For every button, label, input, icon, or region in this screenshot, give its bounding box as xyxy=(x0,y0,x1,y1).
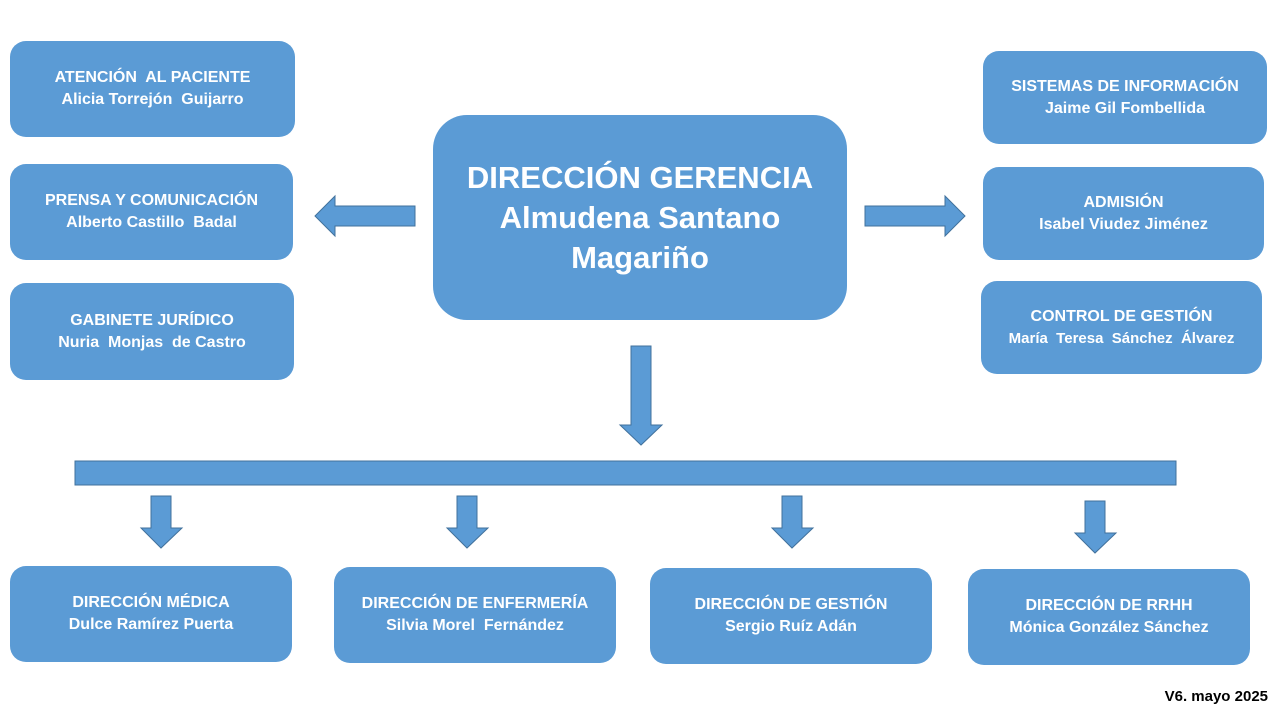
box-title: DIRECCIÓN DE GESTIÓN xyxy=(694,596,888,613)
arrow-down-gestion xyxy=(770,495,815,549)
box-name: Sergio Ruíz Adán xyxy=(725,618,857,635)
center-name-2: Magariño xyxy=(571,239,709,275)
box-direccion-gestion: DIRECCIÓN DE GESTIÓN Sergio Ruíz Adán xyxy=(650,568,932,664)
arrow-right xyxy=(864,194,966,238)
box-name: Isabel Viudez Jiménez xyxy=(1039,215,1208,233)
version-label: V6. mayo 2025 xyxy=(1164,688,1268,705)
box-control-gestion: CONTROL DE GESTIÓN María Teresa Sánchez … xyxy=(981,281,1262,374)
box-name: Mónica González Sánchez xyxy=(1009,619,1209,636)
distribution-bar xyxy=(74,460,1177,486)
box-direccion-rrhh: DIRECCIÓN DE RRHH Mónica González Sánche… xyxy=(968,569,1250,665)
box-direccion-gerencia: DIRECCIÓN GERENCIA Almudena Santano Maga… xyxy=(433,115,847,320)
box-title: ATENCIÓN AL PACIENTE xyxy=(54,69,251,86)
box-name: Jaime Gil Fombellida xyxy=(1044,99,1206,117)
arrow-down-center xyxy=(618,345,664,446)
box-name: Dulce Ramírez Puerta xyxy=(68,616,234,633)
box-title: DIRECCIÓN MÉDICA xyxy=(72,594,230,611)
box-direccion-medica: DIRECCIÓN MÉDICA Dulce Ramírez Puerta xyxy=(10,566,292,662)
box-title: CONTROL DE GESTIÓN xyxy=(1030,307,1213,325)
box-name: María Teresa Sánchez Álvarez xyxy=(1008,329,1235,347)
box-title: SISTEMAS DE INFORMACIÓN xyxy=(1011,77,1239,95)
box-name: Alberto Castillo Badal xyxy=(66,214,237,231)
box-admision: ADMISIÓN Isabel Viudez Jiménez xyxy=(983,167,1264,260)
box-name: Nuria Monjas de Castro xyxy=(58,333,246,351)
box-direccion-enfermeria: DIRECCIÓN DE ENFERMERÍA Silvia Morel Fer… xyxy=(334,567,616,663)
box-title: GABINETE JURÍDICO xyxy=(70,311,234,329)
box-sistemas-informacion: SISTEMAS DE INFORMACIÓN Jaime Gil Fombel… xyxy=(983,51,1267,144)
box-name: Alicia Torrejón Guijarro xyxy=(61,91,244,108)
box-atencion-paciente: ATENCIÓN AL PACIENTE Alicia Torrejón Gui… xyxy=(10,41,295,137)
arrow-down-enfermeria xyxy=(445,495,490,549)
box-gabinete-juridico: GABINETE JURÍDICO Nuria Monjas de Castro xyxy=(10,283,294,380)
arrow-down-rrhh xyxy=(1073,500,1118,554)
arrow-down-medica xyxy=(139,495,184,549)
arrow-left xyxy=(314,194,416,238)
center-name-1: Almudena Santano xyxy=(499,199,781,235)
box-title: PRENSA Y COMUNICACIÓN xyxy=(44,192,259,209)
box-title: ADMISIÓN xyxy=(1083,193,1164,211)
center-title: DIRECCIÓN GERENCIA xyxy=(466,159,814,195)
box-title: DIRECCIÓN DE ENFERMERÍA xyxy=(361,595,589,612)
box-name: Silvia Morel Fernández xyxy=(386,617,564,634)
box-title: DIRECCIÓN DE RRHH xyxy=(1025,597,1193,614)
box-prensa-comunicacion: PRENSA Y COMUNICACIÓN Alberto Castillo B… xyxy=(10,164,293,260)
